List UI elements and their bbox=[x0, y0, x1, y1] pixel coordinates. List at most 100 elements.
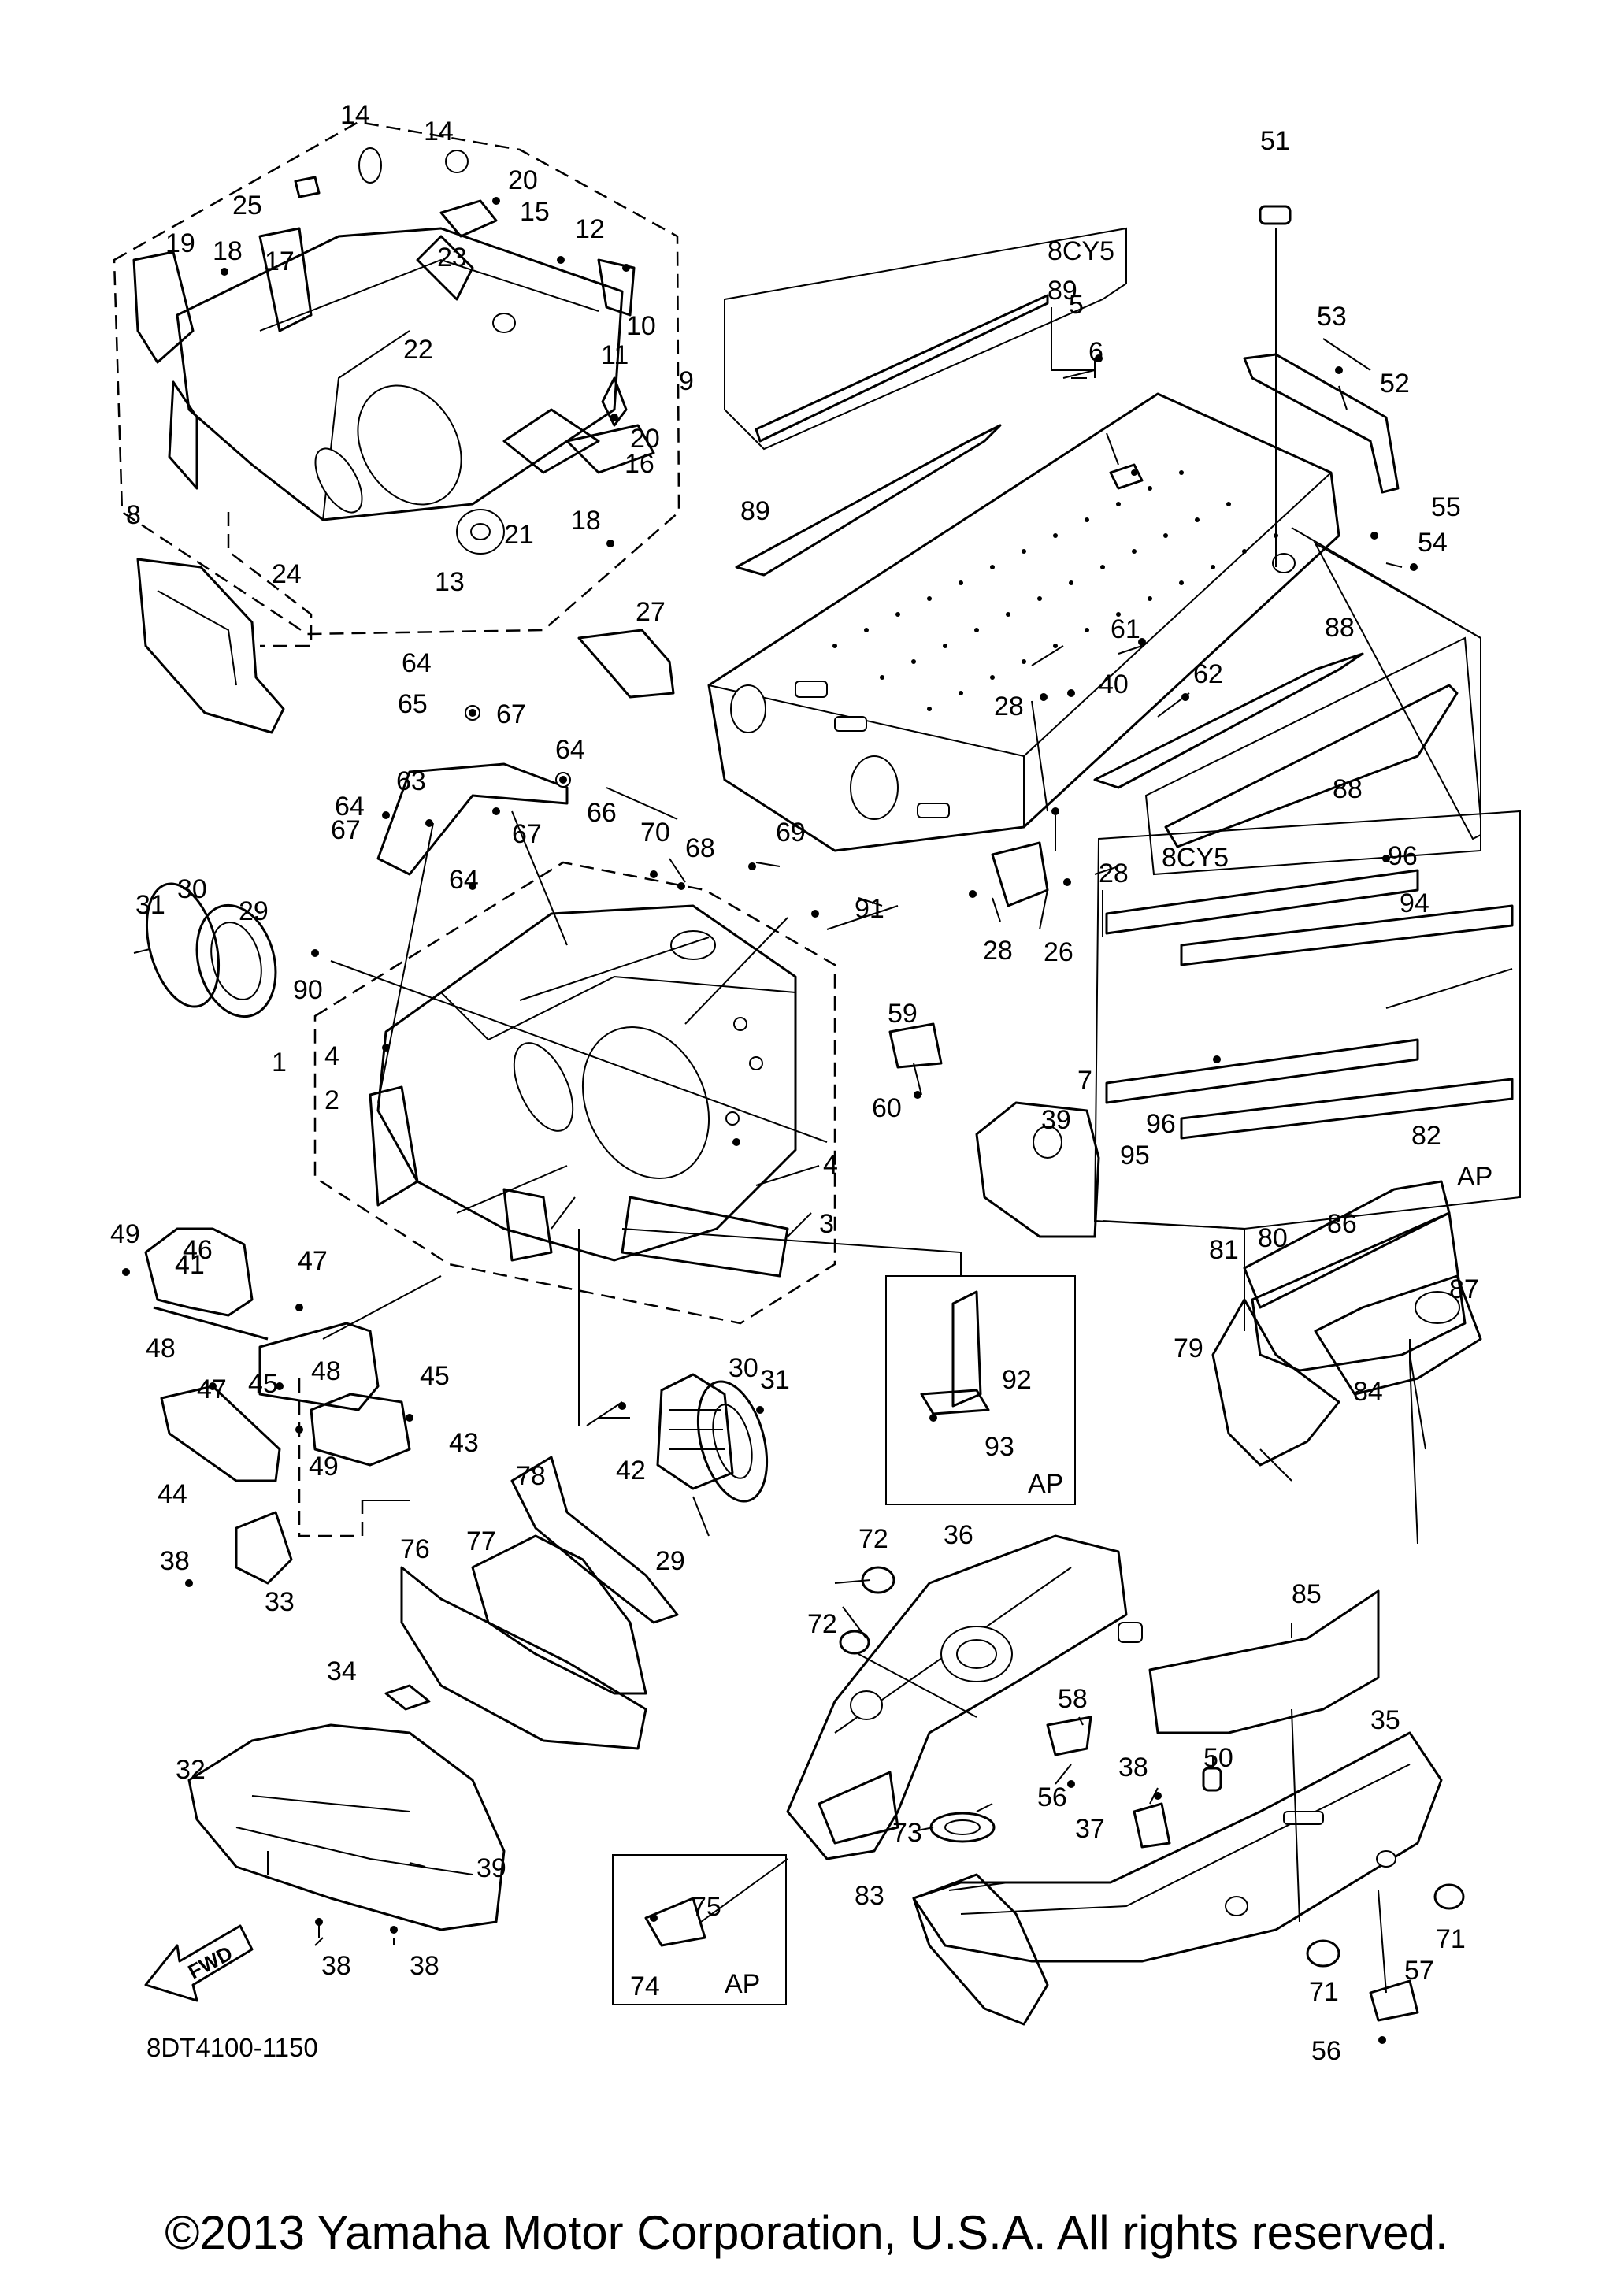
part-36-belly-pan bbox=[786, 1534, 1143, 1860]
part-43-plate bbox=[310, 1393, 411, 1467]
callout: 45 bbox=[248, 1369, 278, 1399]
leader-lines bbox=[267, 307, 1513, 1994]
part-5-tunnel bbox=[707, 392, 1340, 852]
callout: 24 bbox=[272, 559, 302, 589]
callout: 47 bbox=[197, 1374, 227, 1404]
callout: 26 bbox=[1044, 937, 1073, 967]
callout: 93 bbox=[984, 1432, 1014, 1462]
box-label-ap-92: AP bbox=[1028, 1469, 1063, 1499]
callout: 27 bbox=[636, 597, 666, 627]
part-7-hole bbox=[1033, 1126, 1062, 1159]
callout: 38 bbox=[1118, 1753, 1148, 1782]
part-85-panel bbox=[1148, 1589, 1380, 1734]
part-73-grommet-inner bbox=[944, 1819, 981, 1835]
callout: 44 bbox=[158, 1479, 187, 1509]
callout: 6 bbox=[1088, 337, 1103, 367]
part-57-plate bbox=[1369, 1979, 1419, 2022]
callout: 4 bbox=[823, 1150, 838, 1180]
callout: 36 bbox=[944, 1520, 973, 1550]
callout: 58 bbox=[1058, 1684, 1088, 1714]
part-32-front-cover bbox=[187, 1723, 506, 1938]
fastener-markers bbox=[122, 197, 1418, 2044]
callout: 91 bbox=[855, 894, 884, 924]
part-6-plate bbox=[1109, 463, 1144, 490]
callout: 47 bbox=[298, 1246, 328, 1276]
callout: 68 bbox=[685, 833, 715, 863]
copyright-notice: ©2013 Yamaha Motor Corporation, U.S.A. A… bbox=[165, 2206, 1448, 2259]
part-51-cap bbox=[1259, 205, 1292, 225]
callout: 60 bbox=[872, 1093, 902, 1123]
side-shroud-group bbox=[1211, 1180, 1482, 1467]
callout: 85 bbox=[1292, 1579, 1322, 1609]
callout: 77 bbox=[466, 1526, 496, 1556]
part-8-bracket bbox=[136, 512, 313, 734]
part-41-bumper bbox=[144, 1227, 380, 1411]
callout: 31 bbox=[760, 1365, 790, 1395]
callout: 30 bbox=[729, 1353, 758, 1383]
callout: 86 bbox=[1327, 1209, 1357, 1239]
callout: 46 bbox=[183, 1235, 213, 1265]
group-boundary-9 bbox=[113, 121, 680, 636]
fwd-arrow: FWD bbox=[144, 1924, 254, 2002]
callout: 64 bbox=[555, 735, 585, 765]
callout: 96 bbox=[1146, 1109, 1176, 1139]
callout: 53 bbox=[1317, 302, 1347, 332]
callout: 90 bbox=[293, 975, 323, 1005]
callout: 20 bbox=[508, 165, 538, 195]
callout: 8 bbox=[126, 500, 141, 530]
callout: 78 bbox=[516, 1461, 546, 1491]
callout: 40 bbox=[1099, 670, 1129, 699]
callout: 39 bbox=[476, 1853, 506, 1883]
callout: 23 bbox=[437, 243, 467, 273]
part-59-plate bbox=[888, 1022, 943, 1069]
callout: 3 bbox=[819, 1209, 834, 1239]
boot-assembly-right bbox=[656, 1373, 769, 1503]
part-33-bracket bbox=[235, 1511, 293, 1585]
part-63-stay bbox=[376, 705, 571, 876]
fwd-label: FWD bbox=[184, 1941, 236, 1983]
boot-assembly-left bbox=[133, 882, 277, 1018]
callout: 30 bbox=[177, 874, 207, 904]
callout: 1 bbox=[272, 1048, 287, 1078]
callout: 57 bbox=[1404, 1956, 1434, 1986]
callout: 20 bbox=[630, 424, 660, 454]
diagram-code: 8DT4100-1150 bbox=[146, 2033, 318, 2062]
callout: 15 bbox=[520, 197, 550, 227]
callout: 73 bbox=[892, 1818, 922, 1848]
callout: 5 bbox=[1069, 290, 1084, 320]
group-boundary-1 bbox=[313, 861, 836, 1325]
callout-numbers: 1 2 3 4 4 5 6 7 8 9 10 11 12 13 14 14 15… bbox=[110, 100, 1479, 2066]
front-frame-upper-group bbox=[113, 121, 680, 636]
callout: 4 bbox=[324, 1041, 339, 1071]
callout: 54 bbox=[1418, 528, 1448, 558]
main-frame-group bbox=[313, 861, 836, 1325]
part-80-panel bbox=[1251, 1211, 1467, 1372]
callout: 19 bbox=[165, 228, 195, 258]
part-37-clip bbox=[1133, 1802, 1171, 1849]
callout: 14 bbox=[340, 100, 370, 130]
callout: 39 bbox=[1041, 1105, 1071, 1135]
callout: 31 bbox=[135, 890, 165, 920]
part-main-frame bbox=[376, 904, 797, 1262]
callout: 83 bbox=[855, 1881, 884, 1911]
part-58-plate bbox=[1046, 1716, 1092, 1756]
part-71-grommet-b bbox=[1433, 1883, 1465, 1910]
part-72-grommet-mid bbox=[839, 1630, 870, 1655]
callout: 48 bbox=[311, 1356, 341, 1386]
callout: 72 bbox=[858, 1524, 888, 1554]
callout: 50 bbox=[1203, 1743, 1233, 1773]
callout: 52 bbox=[1380, 369, 1410, 399]
callout: 96 bbox=[1388, 841, 1418, 871]
callout: 56 bbox=[1311, 2036, 1341, 2066]
part-26-bracket bbox=[991, 841, 1049, 907]
callout: 67 bbox=[512, 819, 542, 849]
part-88-decal-upper bbox=[1093, 652, 1364, 789]
part-79-panel bbox=[1211, 1298, 1340, 1467]
callout: 79 bbox=[1174, 1333, 1203, 1363]
callout: 65 bbox=[398, 689, 428, 719]
callout: 7 bbox=[1077, 1066, 1092, 1096]
part-35-lower-shroud bbox=[912, 1731, 1443, 1963]
callout: 69 bbox=[776, 818, 806, 848]
callout: 21 bbox=[504, 520, 534, 550]
